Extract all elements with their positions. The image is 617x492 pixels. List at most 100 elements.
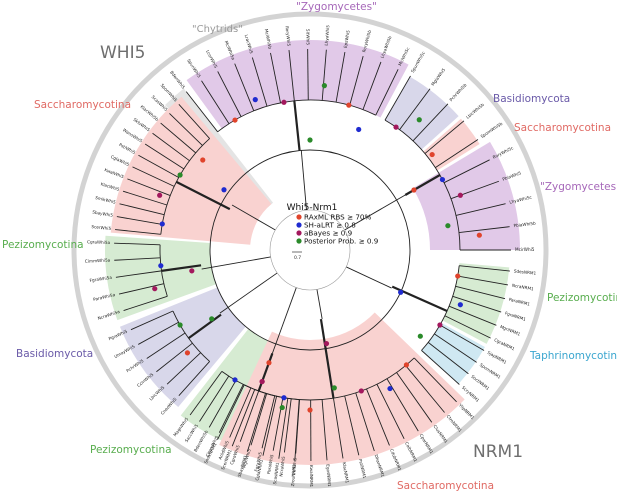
leaf-label: EgosNRM1: [325, 464, 332, 487]
leaf-label: SmikWhi5: [95, 195, 117, 205]
leaf-label: CimmWhi5a: [85, 257, 111, 263]
leaf-label: ParaWhi5a: [93, 292, 116, 302]
support-dot: [429, 151, 435, 158]
branch-leaf: [366, 388, 390, 446]
leaf-label: NcraNRM1: [512, 283, 535, 292]
support-dot: [184, 350, 191, 356]
support-dot: [259, 378, 265, 385]
branch-leaf: [458, 226, 510, 234]
support-dot: [323, 340, 330, 347]
branch-stem: [319, 318, 335, 399]
support-dot: [157, 192, 163, 198]
leaf-label: CtroNRM1: [446, 414, 464, 434]
support-dot: [232, 377, 238, 383]
legend-title: Whi5-Nrm1: [287, 203, 338, 213]
branch-leaf: [231, 389, 256, 447]
branch-leaf: [208, 380, 237, 428]
leaf-label: McirWhi5: [515, 247, 535, 252]
wedge-zygomycetes-right: [412, 141, 520, 250]
branch-leaf: [166, 352, 201, 385]
support-dot: [403, 362, 410, 368]
legend-dot-posterior: [296, 238, 302, 244]
legend-label-raxml: RAxML RBS ≥ 70%: [304, 213, 371, 222]
branch-leaf: [421, 350, 460, 385]
support-dot: [177, 322, 183, 328]
branch-stem: [293, 100, 301, 151]
leaf-label: KwalWhi5: [104, 167, 125, 179]
scale-label: 0.7: [294, 255, 301, 261]
branch-leaf: [251, 57, 268, 107]
leaf-label: SkluWhi5: [132, 117, 151, 133]
branch-leaf: [250, 393, 268, 446]
branch-leaf: [217, 384, 245, 440]
branch-stem: [404, 174, 441, 196]
leaf-label: SbayWhi5: [92, 209, 114, 218]
branch-inner: [344, 194, 406, 231]
center-circle: [269, 209, 351, 291]
branch-leaf: [294, 399, 300, 461]
label-taphrinomycotina: Taphrinomycotina: [529, 350, 617, 362]
leaf-label: PchrWhi5b: [448, 82, 467, 102]
support-dot: [439, 176, 446, 183]
label-pezizomycotina-right: Pezizomycotina: [547, 292, 617, 304]
label-zygomycetes-right: "Zygomycetes": [540, 181, 617, 193]
branch-inner: [300, 150, 307, 211]
support-dot: [159, 221, 165, 227]
support-dot: [232, 117, 238, 123]
branch-leaf: [434, 333, 477, 363]
support-dot: [209, 316, 215, 322]
branch-leaf: [375, 69, 399, 116]
branch-leaf: [439, 324, 485, 351]
label-chytrids: "Chytrids": [192, 24, 243, 35]
leaf-label: MciWhi5b: [264, 28, 273, 49]
support-dot: [177, 172, 183, 178]
nrm1-label: NRM1: [473, 442, 523, 462]
leaf-label: SdesNRM1: [514, 268, 537, 275]
branch-leaf: [115, 270, 162, 278]
label-zygomycetes-top: "Zygomycetes": [296, 1, 377, 13]
branch-inner: [316, 289, 323, 320]
branch-leaf: [448, 305, 497, 326]
branch-arc: [384, 119, 461, 251]
support-dot: [411, 187, 417, 193]
branch-leaf: [459, 265, 510, 272]
branch-leaf: [218, 384, 244, 433]
branch-leaf: [156, 342, 193, 373]
leaf-label: LhyaWhi5: [324, 25, 331, 46]
branch-leaf: [321, 49, 327, 101]
branch-leaf: [160, 122, 196, 154]
branch-ring-inner: [209, 149, 411, 351]
leaf-label: LhyaWhi5c: [509, 194, 533, 204]
branch-leaf: [399, 88, 431, 130]
leaf-label: KlacWhi5b: [140, 104, 160, 122]
label-basidiomycota-left: Basidiomycota: [16, 348, 93, 360]
branch-leaf: [130, 310, 174, 331]
branch-inner: [346, 266, 392, 289]
legend-dot-abayes: [296, 230, 302, 236]
leaf-label: FgraWhi5a: [89, 275, 112, 283]
branch-inner: [231, 204, 276, 231]
branch-leaf: [355, 392, 375, 452]
leaf-label: NcraWhi5a: [97, 309, 121, 321]
leaf-label: FgraNRM1: [504, 310, 526, 322]
support-dot: [331, 385, 337, 391]
leaf-label: KwalNRM1: [309, 465, 314, 488]
branch-leaf: [333, 398, 344, 459]
wedge-saccharomycotina-left: [110, 96, 272, 245]
branch-leaf: [384, 75, 411, 121]
support-dot: [252, 97, 258, 103]
leaf-label: CgraNRM1: [493, 337, 515, 351]
branch-inner: [219, 272, 278, 314]
branch-leaf: [217, 71, 242, 117]
support-dot: [221, 187, 227, 193]
leaf-label: TrefWhi5: [291, 457, 297, 477]
branch-leaf: [144, 143, 185, 170]
branch-inner: [201, 256, 271, 270]
leaf-label: ScasNRM1: [272, 462, 280, 485]
branch-leaf: [132, 166, 175, 187]
label-pezizomycotina-bottom: Pezizomycotina: [90, 444, 172, 456]
branch-leaf: [189, 371, 223, 416]
outer-ring: [71, 11, 549, 489]
branch-leaf: [119, 203, 165, 216]
